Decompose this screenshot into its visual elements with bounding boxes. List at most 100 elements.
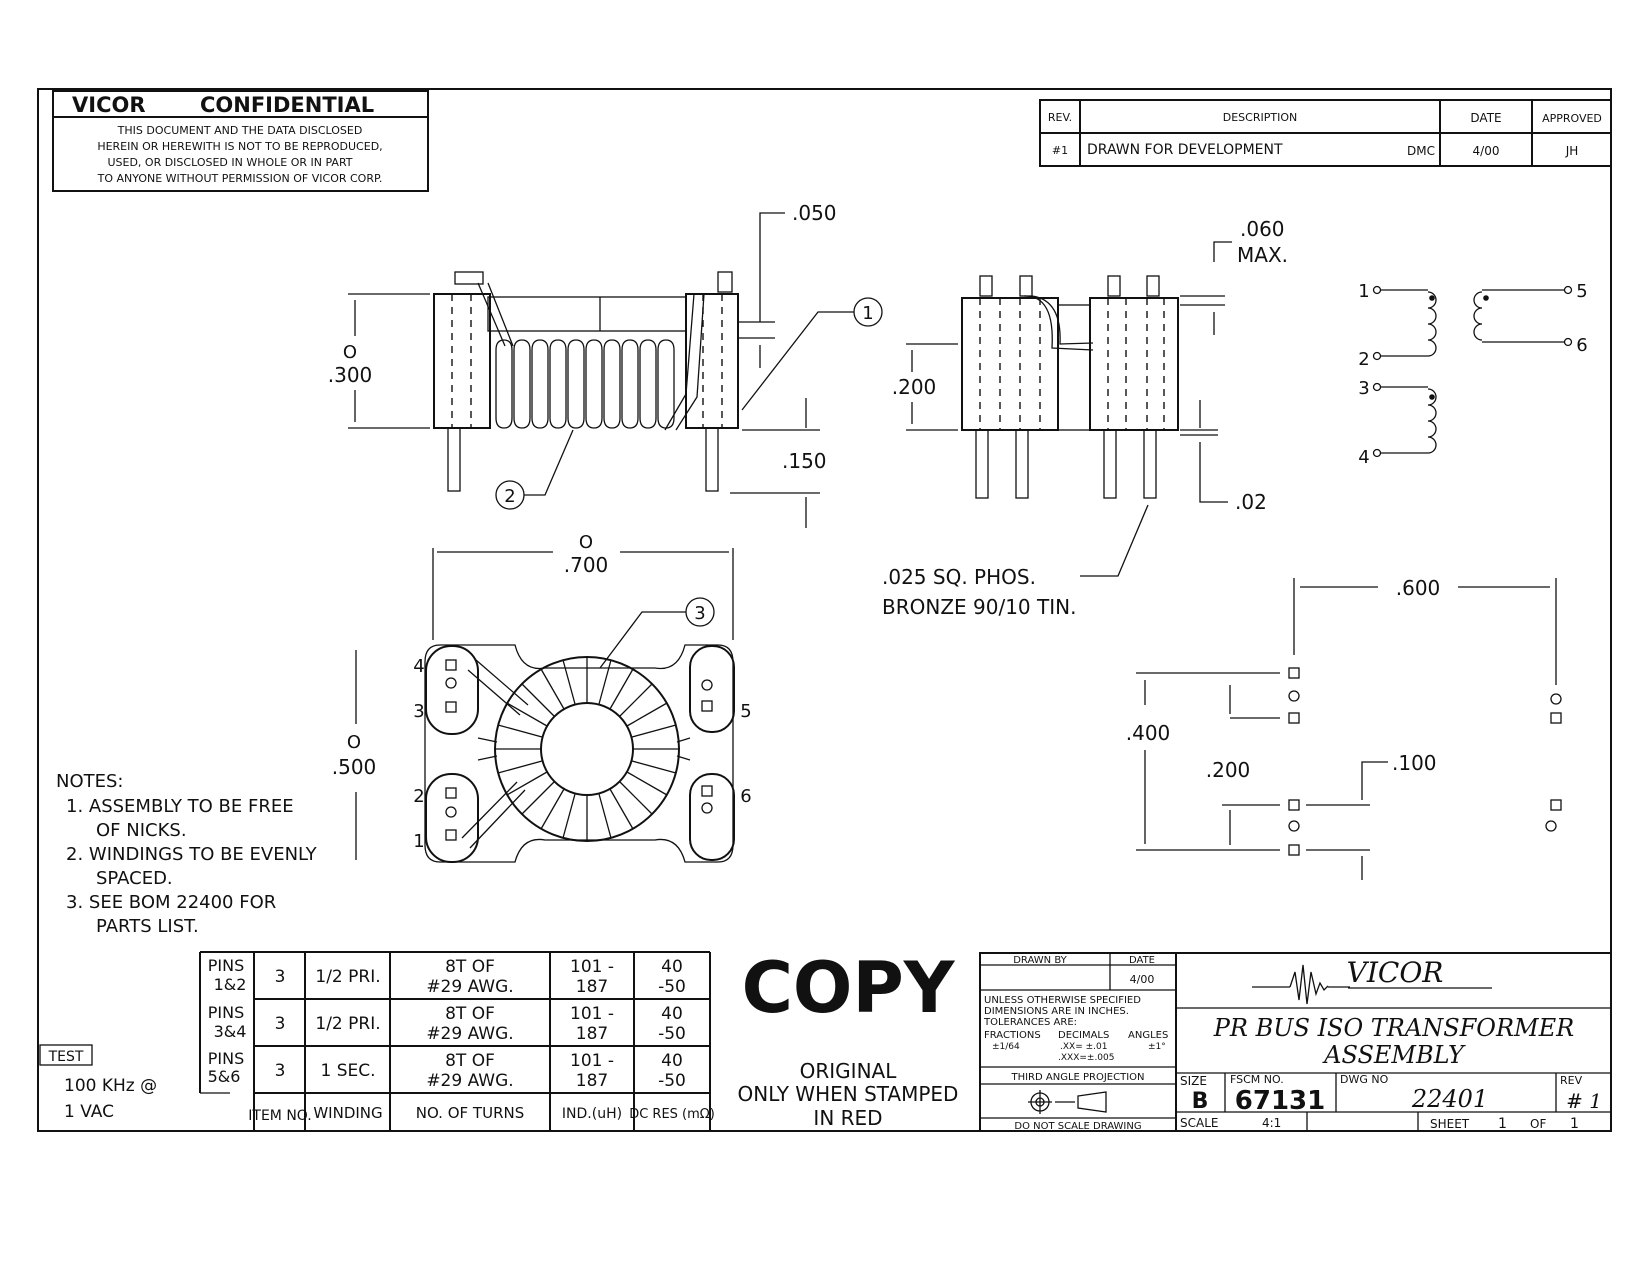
callout-3: 3	[694, 603, 705, 624]
tolerance-line-1: UNLESS OTHERWISE SPECIFIED	[984, 995, 1141, 1006]
tolerance-line-2: DIMENSIONS ARE IN INCHES.	[984, 1006, 1129, 1017]
top-pin-3: 3	[413, 701, 424, 722]
row3-turns-b: #29 AWG.	[426, 1071, 513, 1091]
row3-ind-b: 187	[576, 1071, 608, 1091]
note-2-cont: SPACED.	[96, 868, 173, 889]
row1-pins-b: 1&2	[214, 975, 247, 994]
rev-value: #1	[1052, 144, 1068, 157]
pad-layout: .600 .400 .200 .100	[1126, 576, 1562, 880]
row3-turns-a: 8T OF	[445, 1051, 495, 1071]
pin-length-dim: .150	[782, 449, 827, 473]
drawing-border	[37, 88, 1612, 1132]
top-pin-5: 5	[740, 701, 751, 722]
end-view: .060 MAX. .200 .02 .025 SQ. PHOS. BRONZE…	[882, 217, 1288, 619]
tol-fraction-value: ±1/64	[992, 1042, 1020, 1052]
row1-res-a: 40	[661, 957, 683, 977]
top-height-dim: .500	[332, 755, 377, 779]
note-1: 1. ASSEMBLY TO BE FREE	[66, 796, 294, 817]
dcres-header: DC RES (mΩ)	[629, 1107, 715, 1122]
tol-decimal-3: .XXX=±.005	[1058, 1053, 1114, 1063]
confidential-brand: VICOR	[72, 93, 146, 117]
date-label: DATE	[1129, 955, 1155, 966]
pin-material-line-1: .025 SQ. PHOS.	[882, 565, 1036, 589]
projection-label: THIRD ANGLE PROJECTION	[1010, 1072, 1144, 1083]
drawn-by-label: DRAWN BY	[1013, 955, 1067, 966]
row1-item: 3	[275, 967, 286, 987]
no-scale-label: DO NOT SCALE DRAWING	[1014, 1121, 1141, 1132]
row1-pins-a: PINS	[208, 956, 245, 975]
top-pin-6: 6	[740, 786, 751, 807]
sheet-label: SHEET	[1430, 1117, 1470, 1131]
drawn-by-initials: DMC	[1407, 144, 1435, 158]
approved-header: APPROVED	[1542, 112, 1602, 125]
revision-table: REV. DESCRIPTION DATE APPROVED #1 DRAWN …	[1039, 99, 1612, 167]
company-logo-text: VICOR	[1347, 956, 1444, 989]
schematic-pin-2: 2	[1358, 349, 1369, 370]
row2-item: 3	[275, 1014, 286, 1034]
row3-ind-a: 101 -	[570, 1051, 614, 1071]
row1-turns-b: #29 AWG.	[426, 977, 513, 997]
row1-ind-a: 101 -	[570, 957, 614, 977]
confidential-line-1: THIS DOCUMENT AND THE DATA DISCLOSED	[117, 124, 363, 137]
schematic-pin-1: 1	[1358, 281, 1369, 302]
date-value: 4/00	[1130, 973, 1155, 986]
row2-winding: 1/2 PRI.	[315, 1014, 380, 1034]
date-header: DATE	[1470, 111, 1501, 125]
row2-turns-b: #29 AWG.	[426, 1024, 513, 1044]
test-line-1: 100 KHz @	[64, 1076, 157, 1096]
pad-group-dim: .200	[1206, 758, 1251, 782]
tol-angle-value: ±1°	[1148, 1042, 1166, 1052]
side-offset-dim: .050	[792, 201, 837, 225]
row1-res-b: -50	[658, 977, 686, 997]
row3-pins-b: 5&6	[208, 1067, 241, 1086]
row1-ind-b: 187	[576, 977, 608, 997]
end-standoff-dim: .02	[1235, 490, 1267, 514]
fscm-value: 67131	[1235, 1086, 1325, 1116]
rev-value: # 1	[1566, 1089, 1602, 1113]
top-pin-1: 1	[413, 831, 424, 852]
size-label: SIZE	[1180, 1074, 1207, 1088]
note-3: 3. SEE BOM 22400 FOR	[66, 892, 276, 913]
row2-pins-a: PINS	[208, 1003, 245, 1022]
top-width-tol: O	[579, 532, 593, 553]
notes: NOTES: 1. ASSEMBLY TO BE FREE OF NICKS. …	[56, 771, 318, 937]
row3-item: 3	[275, 1061, 286, 1081]
scale-label: SCALE	[1180, 1116, 1218, 1130]
drawing-title-1: PR BUS ISO TRANSFORMER	[1213, 1014, 1574, 1042]
third-angle-projection-icon	[1028, 1090, 1107, 1114]
turns-header: NO. OF TURNS	[416, 1104, 524, 1122]
pad-pitch-dim: .100	[1392, 751, 1437, 775]
tol-decimals: DECIMALS	[1058, 1030, 1109, 1041]
item-no-header: ITEM NO.	[248, 1108, 311, 1124]
schematic-pin-6: 6	[1576, 335, 1587, 356]
vicor-logo: VICOR	[1252, 956, 1492, 1005]
row2-pins-b: 3&4	[214, 1022, 247, 1041]
end-body-dim: .200	[892, 375, 937, 399]
pad-height-dim: .400	[1126, 721, 1171, 745]
callout-2: 2	[504, 486, 515, 507]
rev-header: REV.	[1048, 111, 1072, 124]
fscm-label: FSCM NO.	[1230, 1073, 1284, 1086]
row3-res-b: -50	[658, 1071, 686, 1091]
side-height-dim: .300	[328, 363, 373, 387]
description-header: DESCRIPTION	[1223, 111, 1297, 124]
test-line-2: 1 VAC	[64, 1102, 114, 1122]
winding-header: WINDING	[313, 1104, 382, 1122]
note-1-cont: OF NICKS.	[96, 820, 187, 841]
description-value: DRAWN FOR DEVELOPMENT	[1087, 142, 1283, 158]
note-3-cont: PARTS LIST.	[96, 916, 199, 937]
top-pin-4: 4	[413, 656, 424, 677]
sheet-value: 1	[1498, 1116, 1507, 1132]
tol-angles: ANGLES	[1128, 1030, 1168, 1041]
row2-ind-b: 187	[576, 1024, 608, 1044]
row3-res-a: 40	[661, 1051, 683, 1071]
top-view: 4 3 2 1 5 6 O .700 O .500 3	[332, 532, 752, 863]
schematic-pin-3: 3	[1358, 378, 1369, 399]
winding-table: PINS 1&2 3 1/2 PRI. 8T OF #29 AWG. 101 -…	[199, 951, 715, 1131]
tol-decimal-2: .XX= ±.01	[1060, 1042, 1107, 1052]
callout-1: 1	[862, 303, 873, 324]
top-pin-2: 2	[413, 786, 424, 807]
row3-pins-a: PINS	[208, 1049, 245, 1068]
note-2: 2. WINDINGS TO BE EVENLY	[66, 844, 318, 865]
size-value: B	[1192, 1089, 1209, 1114]
